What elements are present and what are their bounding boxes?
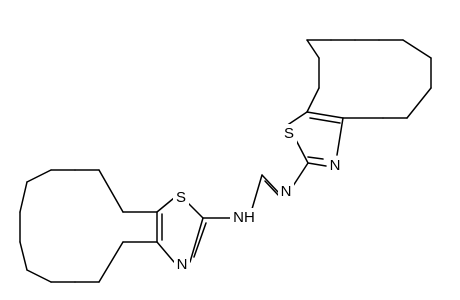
bond xyxy=(336,117,344,156)
nitrogen-atom-imine: N xyxy=(281,183,292,200)
bond xyxy=(193,222,207,258)
atom-labels: S N N S NH N xyxy=(173,124,343,275)
bond xyxy=(292,162,309,187)
bond xyxy=(156,197,175,213)
nh-group: NH xyxy=(233,209,255,226)
bond xyxy=(306,39,320,59)
bond xyxy=(19,181,28,213)
bond xyxy=(19,241,28,271)
nitrogen-atom-lower: N xyxy=(177,256,188,273)
bond xyxy=(26,269,52,283)
sulfur-atom-lower: S xyxy=(176,189,186,206)
label-bg xyxy=(174,255,190,275)
bond xyxy=(264,180,281,198)
bond xyxy=(402,39,432,59)
sulfur-atom-upper: S xyxy=(284,125,294,142)
bond xyxy=(306,87,320,113)
bond xyxy=(156,241,175,263)
label-bg xyxy=(281,124,297,144)
label-bg xyxy=(230,208,258,228)
bond xyxy=(187,202,204,219)
nitrogen-atom-upper: N xyxy=(330,157,341,174)
bond xyxy=(307,162,327,167)
label-bg xyxy=(327,156,343,176)
label-bg xyxy=(278,182,294,202)
bond xyxy=(406,87,432,119)
label-bg xyxy=(173,188,189,208)
bond xyxy=(189,217,204,263)
bond xyxy=(309,117,341,124)
bond xyxy=(295,139,309,164)
bond xyxy=(251,174,263,210)
bond xyxy=(98,169,124,213)
bond xyxy=(261,174,279,193)
bond xyxy=(306,111,344,119)
bond xyxy=(98,241,124,283)
bond-layer xyxy=(19,39,432,283)
bond xyxy=(26,169,52,183)
bond xyxy=(307,156,324,160)
